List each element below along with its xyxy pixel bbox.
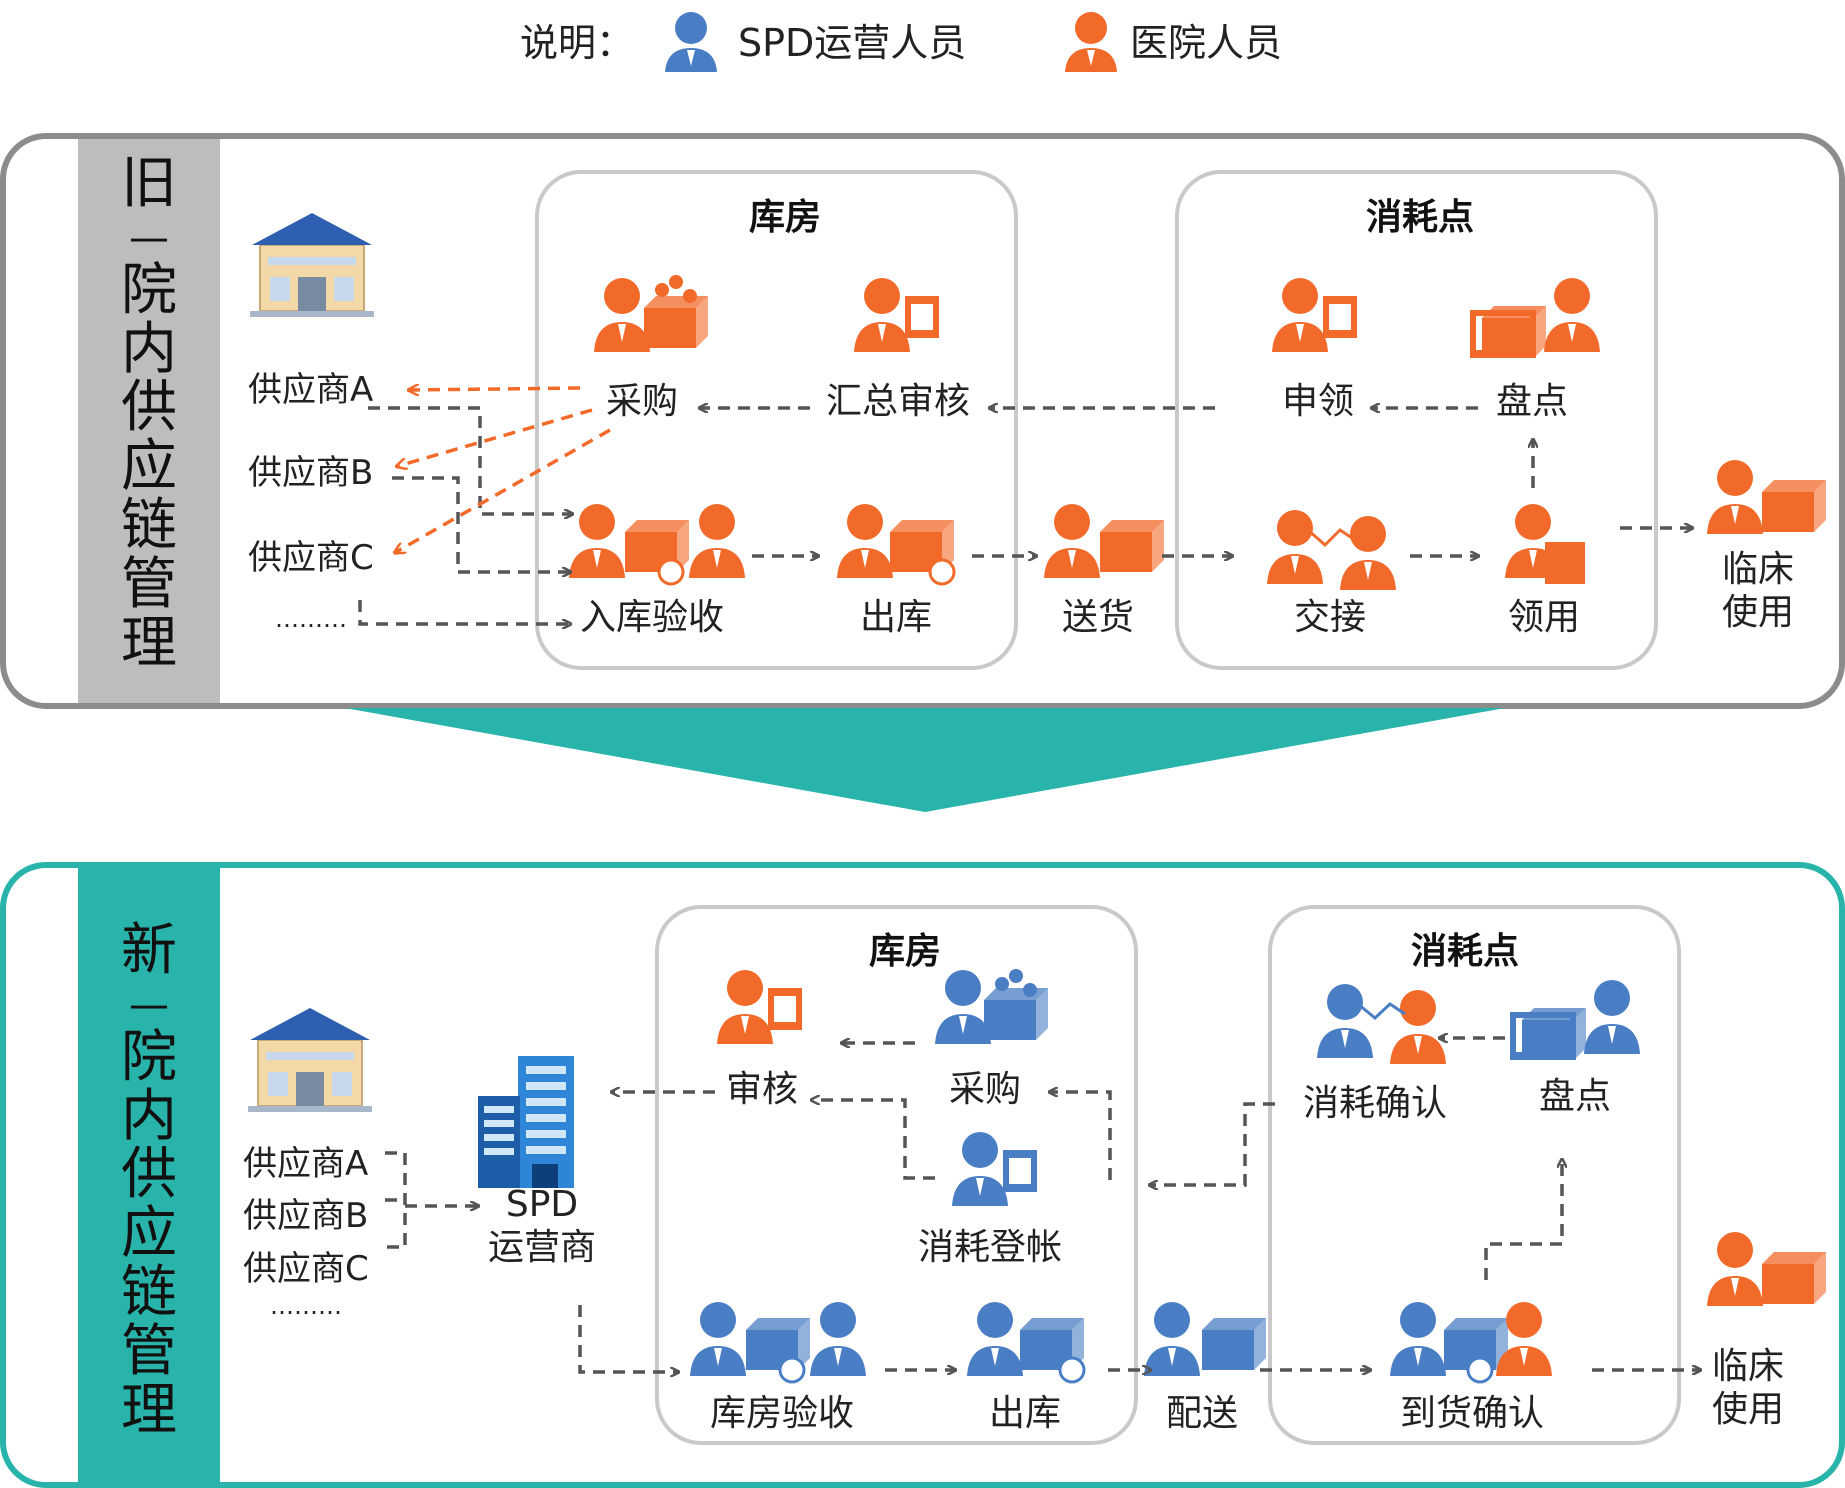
new-review-label: 审核: [725, 1069, 799, 1110]
old-summary-review-label: 汇总审核: [825, 381, 971, 422]
new-consumption-box: [1268, 905, 1681, 1445]
old-apply-label: 申领: [1281, 381, 1355, 422]
old-side-char: 院: [121, 257, 177, 323]
old-outbound-icon: [837, 504, 956, 586]
new-side-band: [78, 868, 220, 1482]
legend-spd-label: SPD运营人员: [738, 21, 967, 65]
new-outbound-label: 出库: [988, 1393, 1062, 1434]
old-inventory-icon: [1470, 278, 1600, 358]
new-side-char: 供: [121, 1142, 177, 1208]
old-delivery-label: 送货: [1061, 597, 1135, 638]
old-delivery-icon: [1044, 504, 1164, 578]
new-consume-register-label: 消耗登帐: [917, 1227, 1063, 1268]
old-handover-icon: [1267, 510, 1396, 590]
old-side-char: 内: [121, 316, 177, 382]
old-purchase-icon: [594, 275, 708, 352]
new-distribution-icon: [1144, 1302, 1266, 1376]
new-section: 新—院内供应链管理: [0, 862, 1845, 1488]
new-hospital-building-icon: [247, 1007, 373, 1113]
new-consumption-title: 消耗点: [1410, 931, 1520, 972]
new-purchase-label: 采购: [948, 1069, 1022, 1110]
new-review-icon: [717, 970, 802, 1044]
old-hospital-building-icon: [249, 212, 375, 318]
new-side-char: 管: [121, 1318, 177, 1384]
new-supplier-c: 供应商C: [243, 1249, 369, 1289]
new-side-char: 院: [121, 1024, 177, 1090]
old-supplier-a: 供应商A: [248, 370, 374, 410]
new-warehouse-check-label: 库房验收: [709, 1393, 855, 1434]
new-distribution-label: 配送: [1165, 1393, 1239, 1434]
spd-operator-label: SPD 运营商: [487, 1184, 597, 1269]
new-clinical-use-icon: [1707, 1232, 1826, 1306]
legend-hospital-label: 医院人员: [1130, 21, 1283, 65]
old-warehouse-box: [535, 170, 1018, 670]
new-supplier-more: ………: [270, 1292, 342, 1320]
old-receive-use-icon: [1505, 504, 1585, 584]
new-side-char: 内: [121, 1083, 177, 1149]
new-clinical-use-label: 临床 使用: [1711, 1346, 1785, 1431]
new-arrival-confirm-icon: [1390, 1302, 1552, 1384]
old-supplier-c: 供应商C: [248, 538, 374, 578]
spd-operator-tower-icon: [478, 1056, 574, 1188]
old-side-char: 供: [121, 375, 177, 441]
old-side-label: 旧—院内供应链管理: [78, 151, 220, 676]
new-inventory-label: 盘点: [1538, 1076, 1612, 1117]
old-inbound-check-icon: [569, 504, 745, 586]
old-clinical-use-label: 临床 使用: [1721, 549, 1795, 634]
old-summary-review-icon: [854, 278, 939, 352]
old-side-char: 链: [121, 492, 177, 558]
old-supplier-b: 供应商B: [248, 453, 374, 493]
new-purchase-icon: [935, 969, 1048, 1044]
old-consumption-title: 消耗点: [1365, 197, 1475, 238]
old-side-char: 旧: [121, 151, 177, 216]
new-inventory-icon: [1510, 980, 1640, 1060]
new-supplier-b: 供应商B: [243, 1196, 369, 1236]
old-side-char: 应: [121, 434, 177, 500]
old-warehouse-title: 库房: [748, 197, 822, 238]
new-warehouse-check-icon: [690, 1302, 866, 1384]
new-side-label: 新—院内供应链管理: [78, 918, 220, 1443]
new-side-char: 新: [121, 918, 177, 983]
old-outbound-label: 出库: [859, 597, 933, 638]
old-supplier-more: ………: [275, 605, 347, 633]
old-inbound-check-label: 入库验收: [579, 597, 725, 638]
old-side-band: [78, 139, 220, 703]
old-side-char: —: [129, 214, 169, 261]
new-outbound-icon: [967, 1302, 1086, 1384]
new-side-char: 应: [121, 1201, 177, 1267]
new-consume-confirm-icon: [1317, 984, 1446, 1064]
new-side-char: 理: [121, 1377, 177, 1443]
new-side-char: —: [129, 981, 169, 1028]
new-side-char: 链: [121, 1259, 177, 1325]
new-consume-register-icon: [952, 1132, 1037, 1206]
new-supplier-a: 供应商A: [243, 1144, 369, 1184]
old-purchase-label: 采购: [605, 381, 679, 422]
legend-intro: 说明：: [520, 21, 635, 65]
old-handover-label: 交接: [1293, 597, 1367, 638]
new-warehouse-box: [655, 905, 1138, 1445]
old-clinical-use-icon: [1707, 460, 1826, 534]
old-inventory-label: 盘点: [1495, 381, 1569, 422]
old-consumption-box: [1175, 170, 1658, 670]
old-receive-use-label: 领用: [1507, 597, 1581, 638]
new-consume-confirm-label: 消耗确认: [1302, 1083, 1448, 1124]
old-side-char: 理: [121, 610, 177, 676]
old-side-char: 管: [121, 551, 177, 617]
new-arrival-confirm-label: 到货确认: [1399, 1393, 1545, 1434]
new-warehouse-title: 库房: [868, 931, 942, 972]
old-apply-icon: [1272, 278, 1357, 352]
